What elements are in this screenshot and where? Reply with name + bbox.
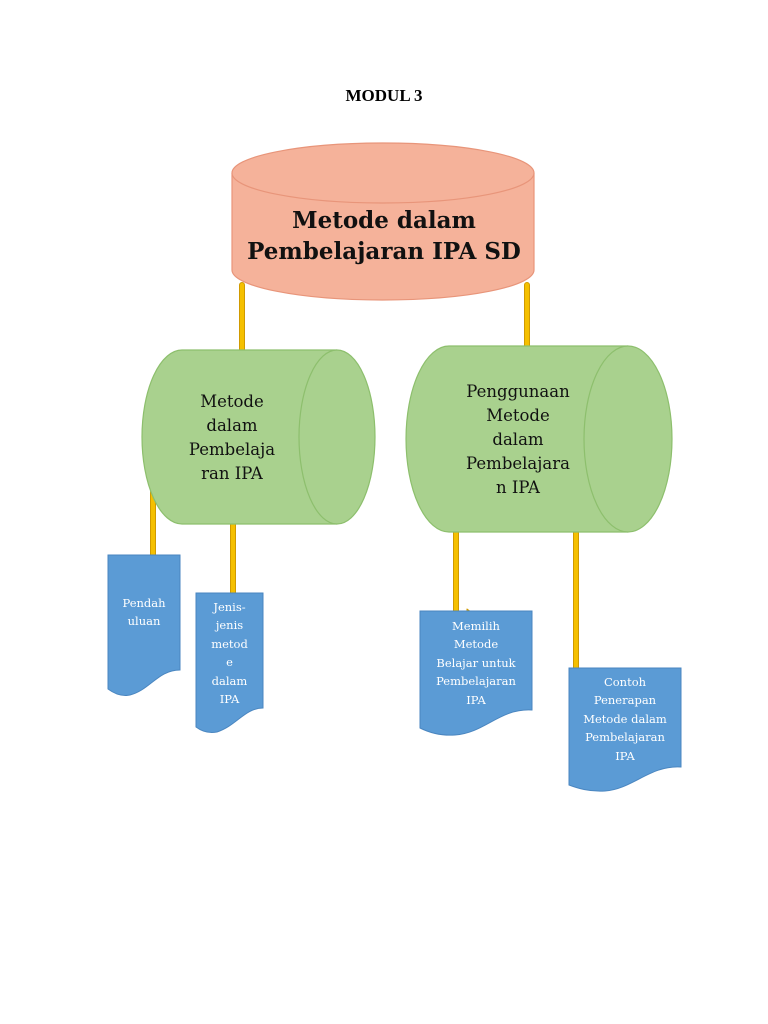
- page-heading: MODUL 3: [345, 86, 423, 105]
- leaf-node-types-label: Jenis- jenis metod e dalam IPA: [211, 599, 248, 707]
- root-cylinder: [231, 142, 535, 301]
- doc-shape-types: [195, 592, 264, 733]
- root-node: Metode dalam Pembelajaran IPA SD: [234, 200, 534, 272]
- left-branch-cylinder: [141, 349, 376, 525]
- doc-shape-choosing: [419, 610, 533, 736]
- right-branch-cylinder: [405, 345, 673, 533]
- branch-node-methods-label: Metode dalam Pembelaja ran IPA: [188, 392, 276, 483]
- connector-right-branch-to-examples: [573, 530, 598, 683]
- branch-node-methods: Metode dalam Pembelaja ran IPA: [160, 380, 304, 496]
- doc-shape-intro: [107, 554, 181, 696]
- leaf-node-choosing: Memilih Metode Belajar untuk Pembelajara…: [420, 616, 532, 710]
- leaf-node-intro: Pendah uluan: [108, 592, 180, 632]
- branch-node-usage: Penggunaan Metode dalam Pembelajara n IP…: [428, 375, 608, 505]
- leaf-node-types: Jenis- jenis metod e dalam IPA: [196, 597, 263, 709]
- leaf-node-choosing-label: Memilih Metode Belajar untuk Pembelajara…: [436, 618, 516, 707]
- doc-shape-examples: [568, 667, 682, 792]
- connector-right-branch-to-choosing: [453, 528, 476, 622]
- leaf-node-intro-label: Pendah uluan: [122, 595, 166, 629]
- leaf-node-examples: Contoh Penerapan Metode dalam Pembelajar…: [569, 672, 681, 766]
- root-node-label: Metode dalam Pembelajaran IPA SD: [247, 207, 521, 265]
- branch-node-usage-label: Penggunaan Metode dalam Pembelajara n IP…: [466, 382, 570, 497]
- leaf-node-examples-label: Contoh Penerapan Metode dalam Pembelajar…: [583, 674, 667, 763]
